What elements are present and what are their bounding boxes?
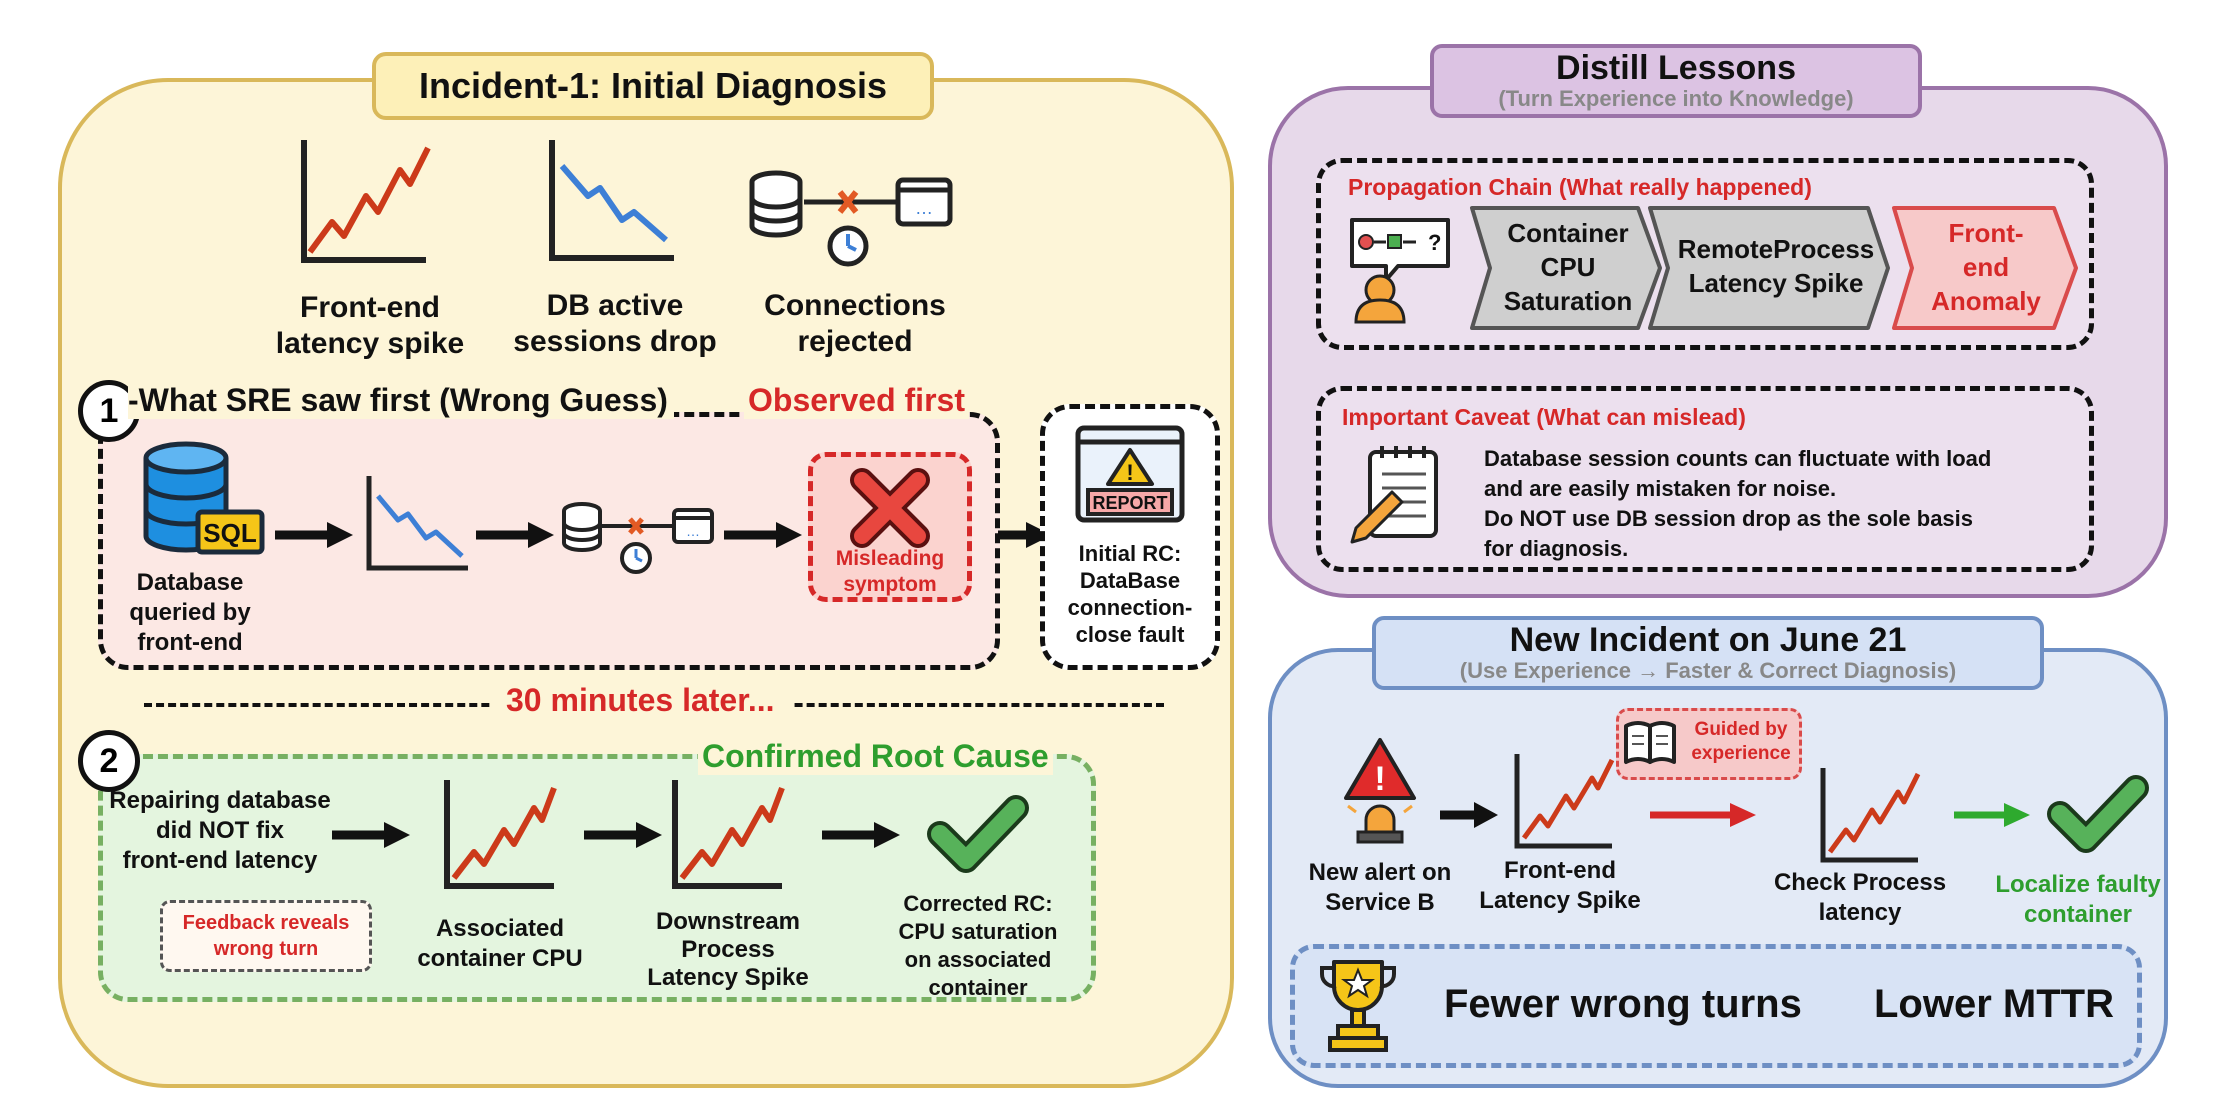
new-incident-title: New Incident on June 21 [1509,621,1907,659]
alert-label: New alert on Service B [1308,859,1452,916]
arrow-icon [476,522,554,548]
process-up-chart-icon [1820,768,1921,863]
red-x-icon [850,468,930,548]
confirmed-root-cause-label: Confirmed Root Cause [698,738,1053,775]
incident1-title: Incident-1: Initial Diagnosis [418,65,888,106]
symptom-label-1: Front-end latency spike [275,291,465,360]
svg-text:!: ! [1126,460,1133,485]
report-badge-text: REPORT [1092,493,1167,513]
database-label: Database queried by front-end [129,569,251,656]
lessons-title: Distill Lessons [1556,49,1796,87]
feedback-note [160,900,372,972]
symptom-label-3: Connections rejected [764,289,946,358]
arrow-icon [332,822,410,848]
svg-text:…: … [686,523,700,539]
thinking-person-icon: ? [1350,218,1450,324]
step2-number-badge: 2 [78,730,140,792]
lessons-subtitle: (Turn Experience into Knowledge) [1498,86,1854,111]
arrow-icon [724,522,802,548]
initial-rc-label: Initial RC: DataBase connection- close f… [1067,541,1193,647]
db-connection-rejected-icon: … [749,170,953,267]
downstream-up-chart-icon [672,780,785,889]
observed-first-label: Observed first [744,382,969,419]
chain-item-frontend: Front- end Anomaly [1931,218,2041,316]
symptom-label-2: DB active sessions drop [513,289,717,358]
sessions-down-chart-icon [366,476,468,571]
red-arrow-icon [1650,803,1756,827]
downstream-label: Downstream Process Latency Spike [647,908,809,991]
new-incident-subtitle: (Use Experience → Faster & Correct Diagn… [1459,658,1957,683]
cpu-up-chart-icon [444,780,557,889]
latency-up-chart-icon [301,140,431,263]
chain-arrow-frontend [1892,206,2078,330]
database-sql-icon: SQL [143,441,265,555]
arrow-icon [584,822,662,848]
svg-text:!: ! [1374,760,1385,798]
trophy-icon [1319,960,1397,1052]
green-check-icon [2047,775,2149,853]
sql-badge-text: SQL [203,518,257,548]
chain-title: Propagation Chain (What really happened) [1348,174,1812,200]
notepad-pencil-icon [1350,446,1438,544]
guided-label: Guided by experience [1691,719,1791,764]
spike-label: Front-end Latency Spike [1479,857,1641,914]
new-incident-title-box: New Incident on June 21 (Use Experience … [1372,616,2044,690]
green-arrow-icon [1954,803,2030,827]
misleading-label: Misleading symptom [835,547,945,596]
chain-arrow-remoteprocess [1648,206,1890,330]
sessions-down-chart-icon [549,140,674,261]
corrected-rc-label: Corrected RC: CPU saturation on associat… [898,891,1058,1000]
db-connection-rejected-icon: … [562,502,714,574]
svg-text:…: … [915,198,933,218]
caveat-box [1316,386,2094,572]
chain-item-cpu: Container CPU Saturation [1503,218,1633,316]
frontend-up-chart-icon [1514,754,1615,849]
alert-siren-icon: ! [1344,738,1416,844]
caveat-text: Database session counts can fluctuate wi… [1484,446,1992,561]
arrow-icon [1440,802,1498,828]
container-cpu-label: Associated container CPU [417,915,583,972]
arrow-icon [822,822,900,848]
repair-text: Repairing database did NOT fix front-end… [109,787,331,874]
benefit-fewer-wrong-turns: Fewer wrong turns [1444,982,1802,1026]
book-icon [1624,721,1676,764]
report-warning-icon: ! REPORT [1075,425,1185,523]
thirty-minutes-later-label: 30 minutes later... [490,682,791,719]
chain-item-remoteprocess: RemoteProcess Latency Spike [1677,234,1875,298]
benefits-box [1290,944,2142,1068]
misleading-symptom-box [808,452,972,602]
benefit-lower-mttr: Lower MTTR [1874,982,2114,1026]
incident1-title-box: Incident-1: Initial Diagnosis [372,52,934,120]
step1-heading: -What SRE saw first (Wrong Guess) [128,382,674,419]
arrow-icon [275,522,353,548]
green-check-icon [927,795,1029,873]
caveat-title: Important Caveat (What can mislead) [1342,404,1746,430]
arrow-icon [998,522,1052,548]
lessons-title-box: Distill Lessons (Turn Experience into Kn… [1430,44,1922,118]
check-process-label: Check Process latency [1773,869,1947,926]
svg-text:?: ? [1428,230,1441,255]
localize-label: Localize faulty container [1995,871,2161,928]
feedback-label: Feedback reveals wrong turn [182,912,350,960]
chain-arrow-cpu [1470,206,1662,330]
